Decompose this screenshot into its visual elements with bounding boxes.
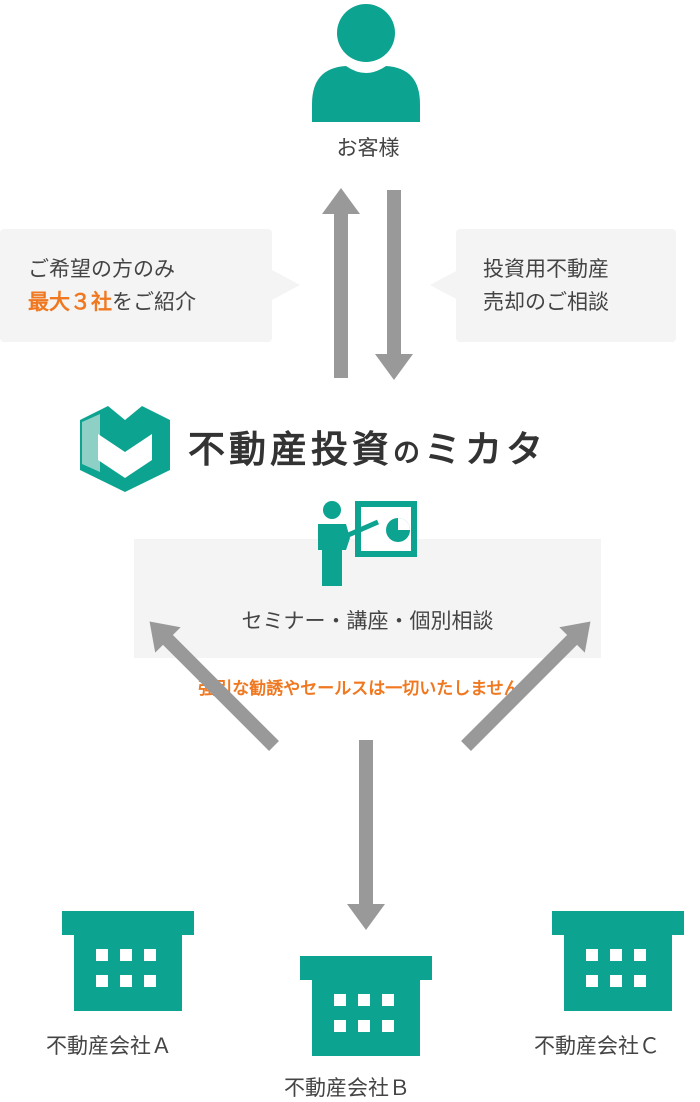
- arrow-down-left-icon: [149, 621, 279, 751]
- company-b-label: 不動産会社Ｂ: [284, 1076, 410, 1100]
- seminar-box: [134, 539, 601, 658]
- no-hard-sell-notice: 強引な勧誘やセールスは一切いたしません！: [198, 679, 538, 699]
- brand-name-tail: ミカタ: [424, 428, 547, 471]
- presenter-icon: [318, 501, 417, 586]
- shield-heart-logo: [80, 406, 170, 492]
- left-bubble-line2: 最大３社をご紹介: [28, 286, 196, 319]
- company-c-label: 不動産会社Ｃ: [534, 1034, 660, 1058]
- building-icon-c: [552, 911, 684, 1011]
- person-icon: [312, 4, 420, 122]
- brand-name-main: 不動産投資: [188, 428, 393, 471]
- left-bubble-pointer: [272, 270, 300, 300]
- arrow-down-center-icon: [347, 740, 385, 930]
- seminar-label: セミナー・講座・個別相談: [241, 609, 494, 633]
- right-bubble-pointer: [430, 270, 458, 300]
- company-a-label: 不動産会社Ａ: [46, 1034, 172, 1058]
- left-bubble-line2-rest: をご紹介: [112, 290, 196, 314]
- left-speech-bubble: ご希望の方のみ 最大３社をご紹介: [0, 229, 272, 342]
- right-bubble-text: 投資用不動産 売却のご相談: [483, 253, 609, 319]
- left-bubble-text: ご希望の方のみ 最大３社をご紹介: [28, 253, 196, 319]
- arrow-down-icon: [375, 190, 413, 380]
- building-icon-b: [300, 956, 432, 1056]
- right-speech-bubble: 投資用不動産 売却のご相談: [456, 229, 676, 342]
- arrow-down-right-icon: [461, 621, 591, 751]
- right-bubble-line1: 投資用不動産: [483, 257, 609, 281]
- left-bubble-line1: ご希望の方のみ: [28, 257, 175, 281]
- brand-name: 不動産投資のミカタ: [188, 419, 547, 473]
- max-three-companies-highlight: 最大３社: [28, 290, 112, 314]
- arrow-up-icon: [322, 188, 360, 378]
- building-icon-a: [62, 911, 194, 1011]
- brand-name-no: の: [393, 438, 424, 469]
- right-bubble-line2: 売却のご相談: [483, 290, 609, 314]
- customer-label: お客様: [336, 136, 400, 160]
